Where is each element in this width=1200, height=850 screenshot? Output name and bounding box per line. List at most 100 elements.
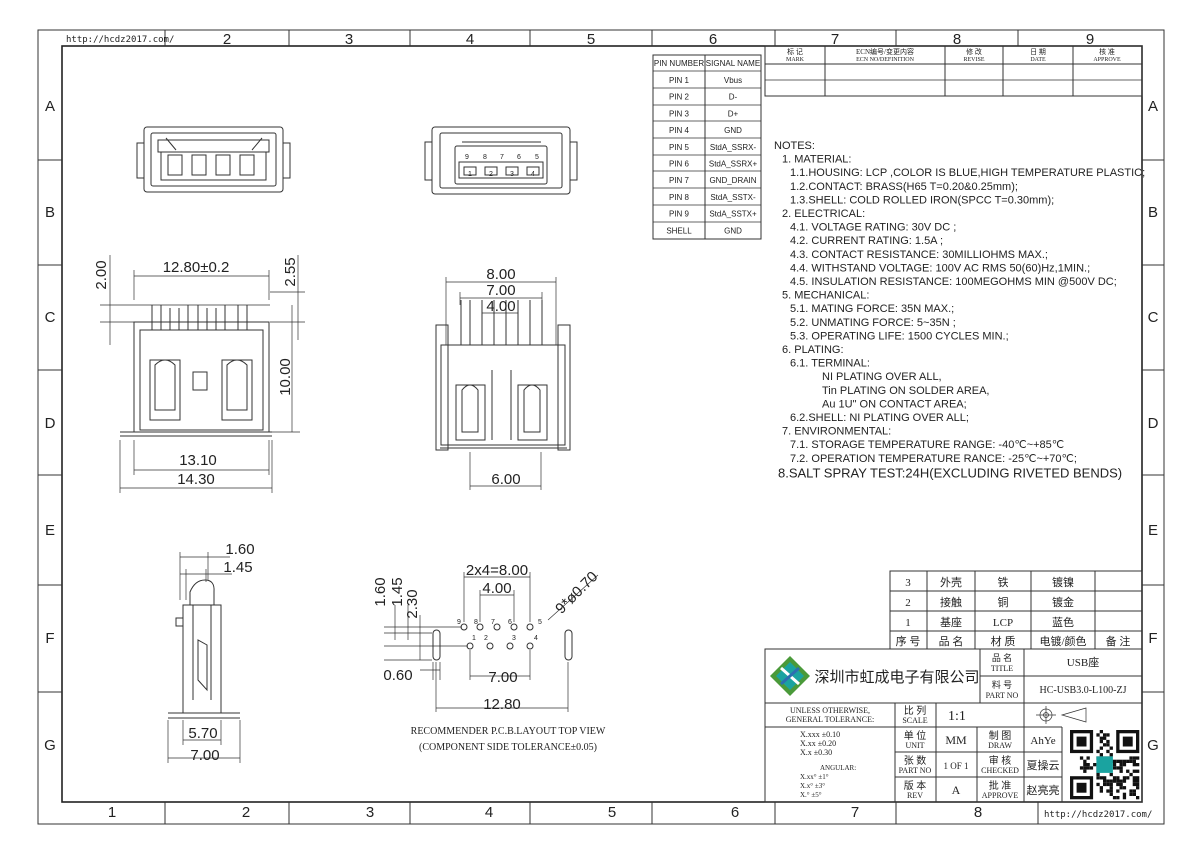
col-label: 7 [831,31,839,48]
qr-module [1103,776,1107,780]
qr-module [1099,739,1103,744]
pcb-pin-label: 5 [538,619,542,626]
note-line: 7. ENVIRONMENTAL: [782,426,891,438]
rev-head-en: DATE [1030,57,1046,63]
qr-module [1103,782,1107,787]
qr-module [1129,756,1133,760]
dim-label: 9*ø0.70 [552,568,601,617]
tb-label-en: DRAW [988,741,1012,750]
row-label: G [1147,737,1159,754]
pin-signal: GND [724,226,742,235]
qr-module [1099,730,1103,734]
bom-cell: 蓝色 [1052,615,1074,629]
tb-label-en: TITLE [991,664,1013,673]
note-line: 7.2. OPERATION TEMPERATURE RANCE: -25℃~+… [790,453,1077,465]
face-pin-label: 8 [483,154,487,161]
note-line: 6. PLATING: [782,344,844,356]
qr-module [1122,779,1127,783]
pin-number: PIN 6 [669,160,690,169]
check-value: 夏操云 [1027,758,1060,772]
dim-label: 7.00 [190,747,219,764]
dim-label: 6.00 [491,471,520,488]
pin-head: PIN NUMBER [654,59,704,68]
row-label: A [1148,98,1158,115]
qr-module [1099,786,1103,790]
unit-value: MM [945,733,967,747]
col-label: 2 [242,804,250,821]
qr-module [1132,769,1136,773]
pcb-pin-label: 2 [484,635,488,642]
bom-cell: 接触 [940,595,962,609]
tb-label-cn: 料 号 [992,679,1012,690]
note-line: NI PLATING OVER ALL, [822,371,942,383]
row-bands: A B C D E F G A B C D E F G [38,98,1164,754]
qr-module [1112,796,1117,800]
pin-signal: StdA_SSRX- [710,143,757,152]
note-line: 1.3.SHELL: COLD ROLLED IRON(SPCC T=0.30m… [790,194,1054,206]
face-pin-label: 4 [531,171,535,178]
note-line: 1. MATERIAL: [782,154,851,166]
dims-top-view [100,255,305,493]
inner-border [61,45,1143,803]
angular-line: X.x° ±3° [800,782,825,790]
note-line: 4.3. CONTACT RESISTANCE: 30MILLIOHMS MAX… [790,249,1048,261]
qr-module [1106,779,1110,783]
qr-module [1136,769,1140,773]
qr-module [1129,759,1133,763]
rev-head-en: ECN NO/DEFINITION [856,57,914,63]
bom-header: 品 名 [939,634,964,648]
col-label: 5 [608,804,616,821]
qr-module [1129,792,1133,796]
pin-signal: GND [724,126,742,135]
qr-module [1083,769,1087,773]
qr-module [1119,766,1123,770]
qr-module [1103,733,1107,737]
pin-number: PIN 3 [669,109,690,118]
connector-bottom-view [435,300,571,451]
note-line: 2. ELECTRICAL: [782,208,865,220]
qr-module [1099,736,1103,740]
bom-header: 电镀/颜色 [1039,634,1086,648]
tb-label-cn: 审 核 [989,754,1012,767]
qr-module [1132,759,1136,763]
qr-module [1129,772,1133,777]
tolerance-line: X.xx ±0.20 [800,739,836,748]
bom-cell: 镀金 [1052,595,1074,609]
bottom-column-band: 1 2 3 4 5 6 7 8 http://hcdz2017.com/ [108,802,1152,824]
qr-module [1136,776,1140,780]
qr-module [1079,756,1084,760]
part-number: HC-USB3.0-L100-ZJ [1040,685,1127,696]
pin-number: PIN 2 [669,93,690,102]
qr-module [1089,766,1094,770]
dim-label: 13.10 [179,452,217,469]
qr-module [1109,779,1113,783]
face-pin-label: 9 [465,154,469,161]
note-line: 4.2. CURRENT RATING: 1.5A ; [790,235,943,247]
row-label: B [1148,204,1158,221]
tb-label-en: PART NO [899,766,932,775]
title-block: 深圳市虹成电子有限公司 品 名 TITLE USB座 料 号 PART NO H… [764,648,1143,803]
qr-module [1109,772,1113,777]
bom-header: 序 号 [896,634,921,648]
qr-module [1086,756,1090,760]
note-line: 1.2.CONTACT: BRASS(H65 T=0.20&0.25mm); [790,181,1018,193]
qr-module [1129,789,1133,793]
pin-number: PIN 1 [669,76,690,85]
approve-value: 赵亮亮 [1027,783,1060,797]
row-label: E [45,522,55,539]
rev-head-en: REVISE [964,57,985,63]
qr-module [1112,763,1117,767]
note-line: 5.2. UNMATING FORCE: 5~35N ; [790,317,956,329]
note-line: Tin PLATING ON SOLDER AREA, [822,385,990,397]
angular-line: ANGULAR: [820,764,856,772]
qr-center-logo [1096,756,1113,773]
rev-head-cn: 核 准 [1099,47,1115,56]
bom-header: 材 质 [991,634,1016,648]
pcb-pin-label: 7 [491,619,495,626]
qr-module [1096,772,1100,777]
qr-module [1096,782,1100,787]
rev-head-en: APPROVE [1093,57,1121,63]
note-line: 6.2.SHELL: NI PLATING OVER ALL; [790,412,969,424]
pcb-pin-label: 9 [457,619,461,626]
